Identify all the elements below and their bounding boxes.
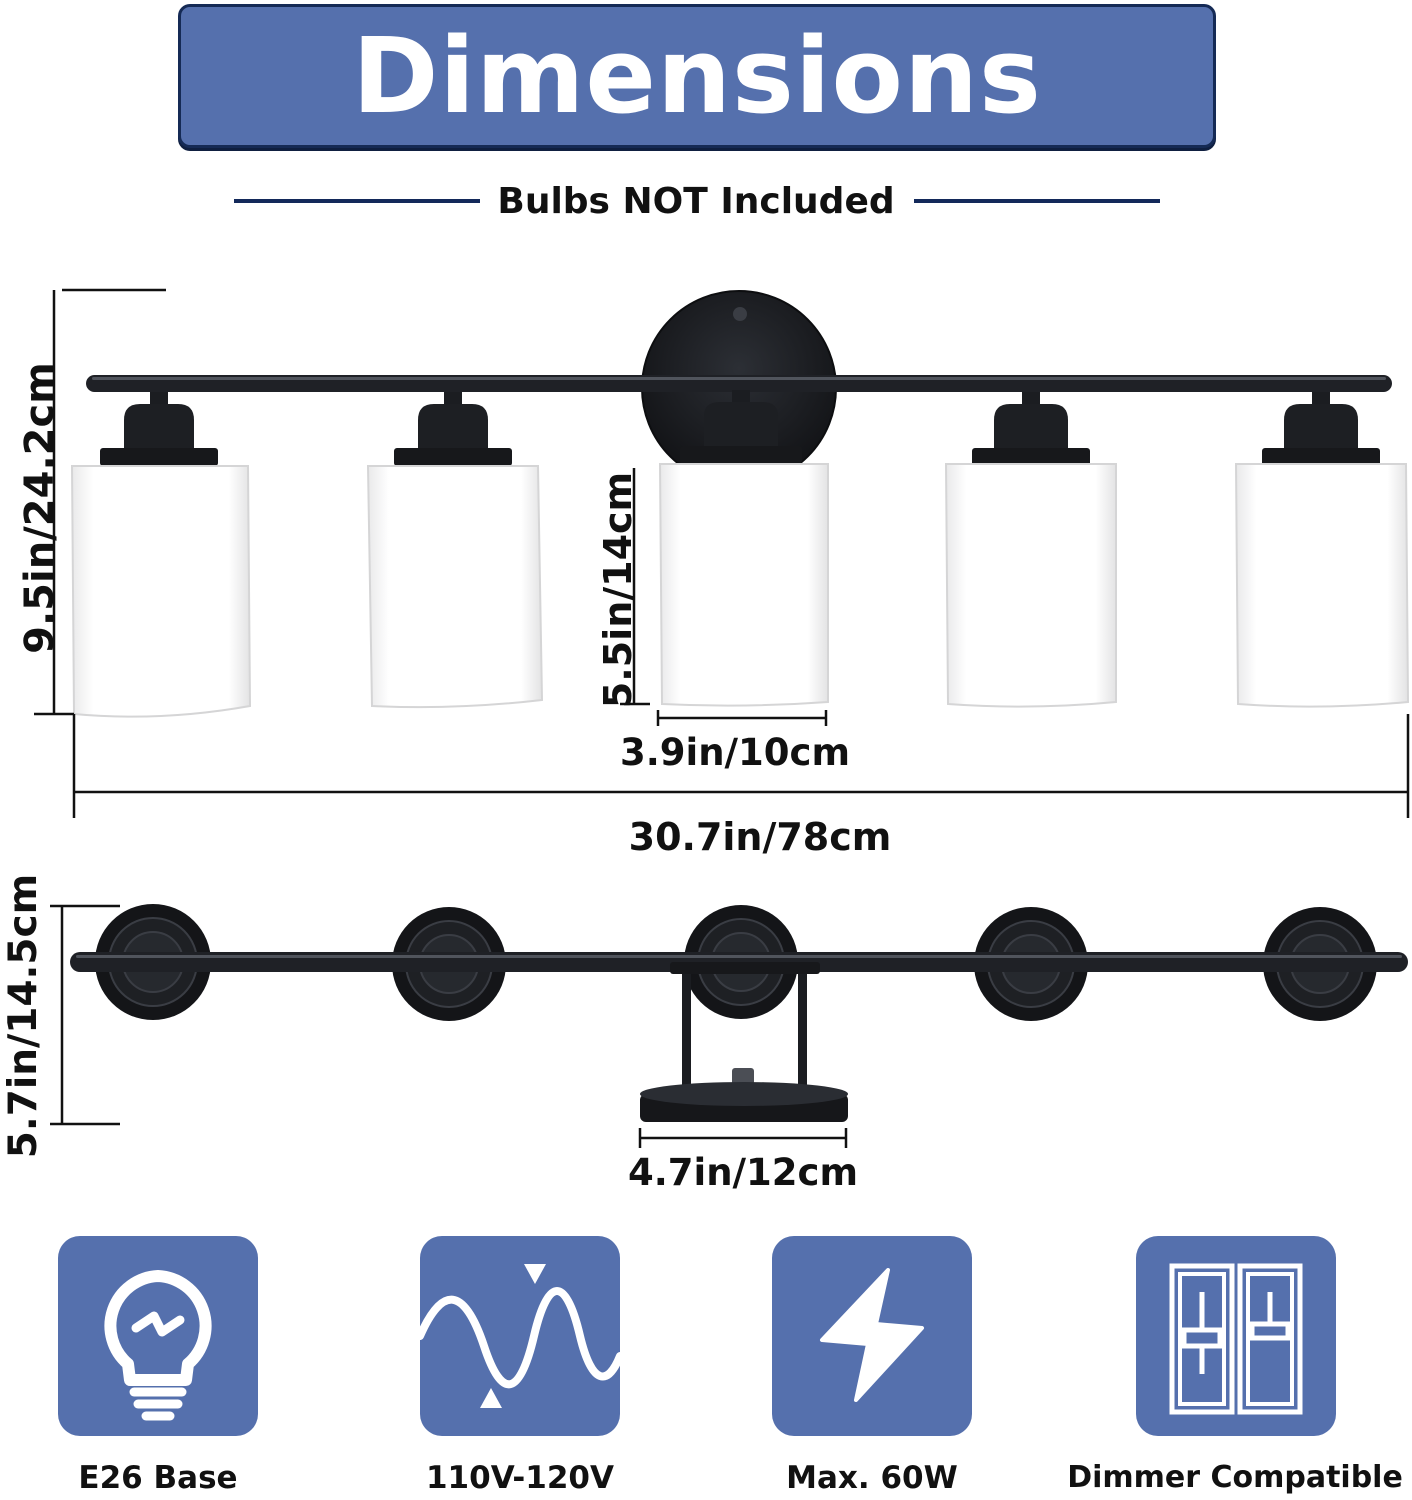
front-view bbox=[34, 288, 1410, 818]
feature-label-voltage: 110V-120V bbox=[425, 1460, 614, 1496]
feature-max-wattage bbox=[772, 1236, 972, 1436]
subtitle-rule-left bbox=[234, 199, 480, 203]
shade-width-label: 3.9in/10cm bbox=[619, 731, 851, 774]
feature-label-dimmer: Dimmer Compatible bbox=[1067, 1460, 1403, 1495]
lamp-4 bbox=[944, 392, 1117, 708]
lamp-2 bbox=[366, 392, 544, 709]
total-length-label: 30.7in/78cm bbox=[628, 815, 892, 859]
subtitle: Bulbs NOT Included bbox=[497, 181, 895, 222]
feature-e26-base bbox=[58, 1236, 258, 1436]
top-dimension-lines bbox=[50, 904, 848, 1148]
bulb-icon bbox=[104, 1270, 212, 1421]
page-title: Dimensions bbox=[352, 15, 1042, 137]
top-backplate bbox=[640, 1082, 848, 1122]
feature-voltage bbox=[420, 1236, 620, 1436]
dimmer-switch-icon bbox=[1169, 1263, 1303, 1415]
mount-screw bbox=[733, 307, 747, 321]
feature-label-max-wattage: Max. 60W bbox=[786, 1460, 958, 1496]
feature-label-e26-base: E26 Base bbox=[78, 1460, 238, 1496]
backplate-width-label: 4.7in/12cm bbox=[627, 1151, 859, 1194]
top-view bbox=[50, 904, 1408, 1148]
total-height-label: 9.5in/24.2cm bbox=[17, 362, 63, 654]
fixture-drawing bbox=[34, 288, 1410, 1148]
subtitle-rule-right bbox=[914, 199, 1160, 203]
lamp-1 bbox=[70, 392, 252, 718]
lamp-3 bbox=[658, 390, 829, 707]
sine-wave-icon bbox=[420, 1264, 620, 1408]
lightning-icon bbox=[820, 1268, 924, 1402]
lamp-5 bbox=[1234, 392, 1410, 708]
shade-height-label: 5.5in/14cm bbox=[596, 471, 640, 709]
front-dimension-lines bbox=[34, 288, 1410, 818]
top-mount-arms bbox=[670, 962, 820, 1086]
depth-label: 5.7in/14.5cm bbox=[1, 873, 46, 1159]
title-banner: Dimensions bbox=[178, 4, 1216, 148]
feature-dimmer bbox=[1136, 1236, 1336, 1436]
